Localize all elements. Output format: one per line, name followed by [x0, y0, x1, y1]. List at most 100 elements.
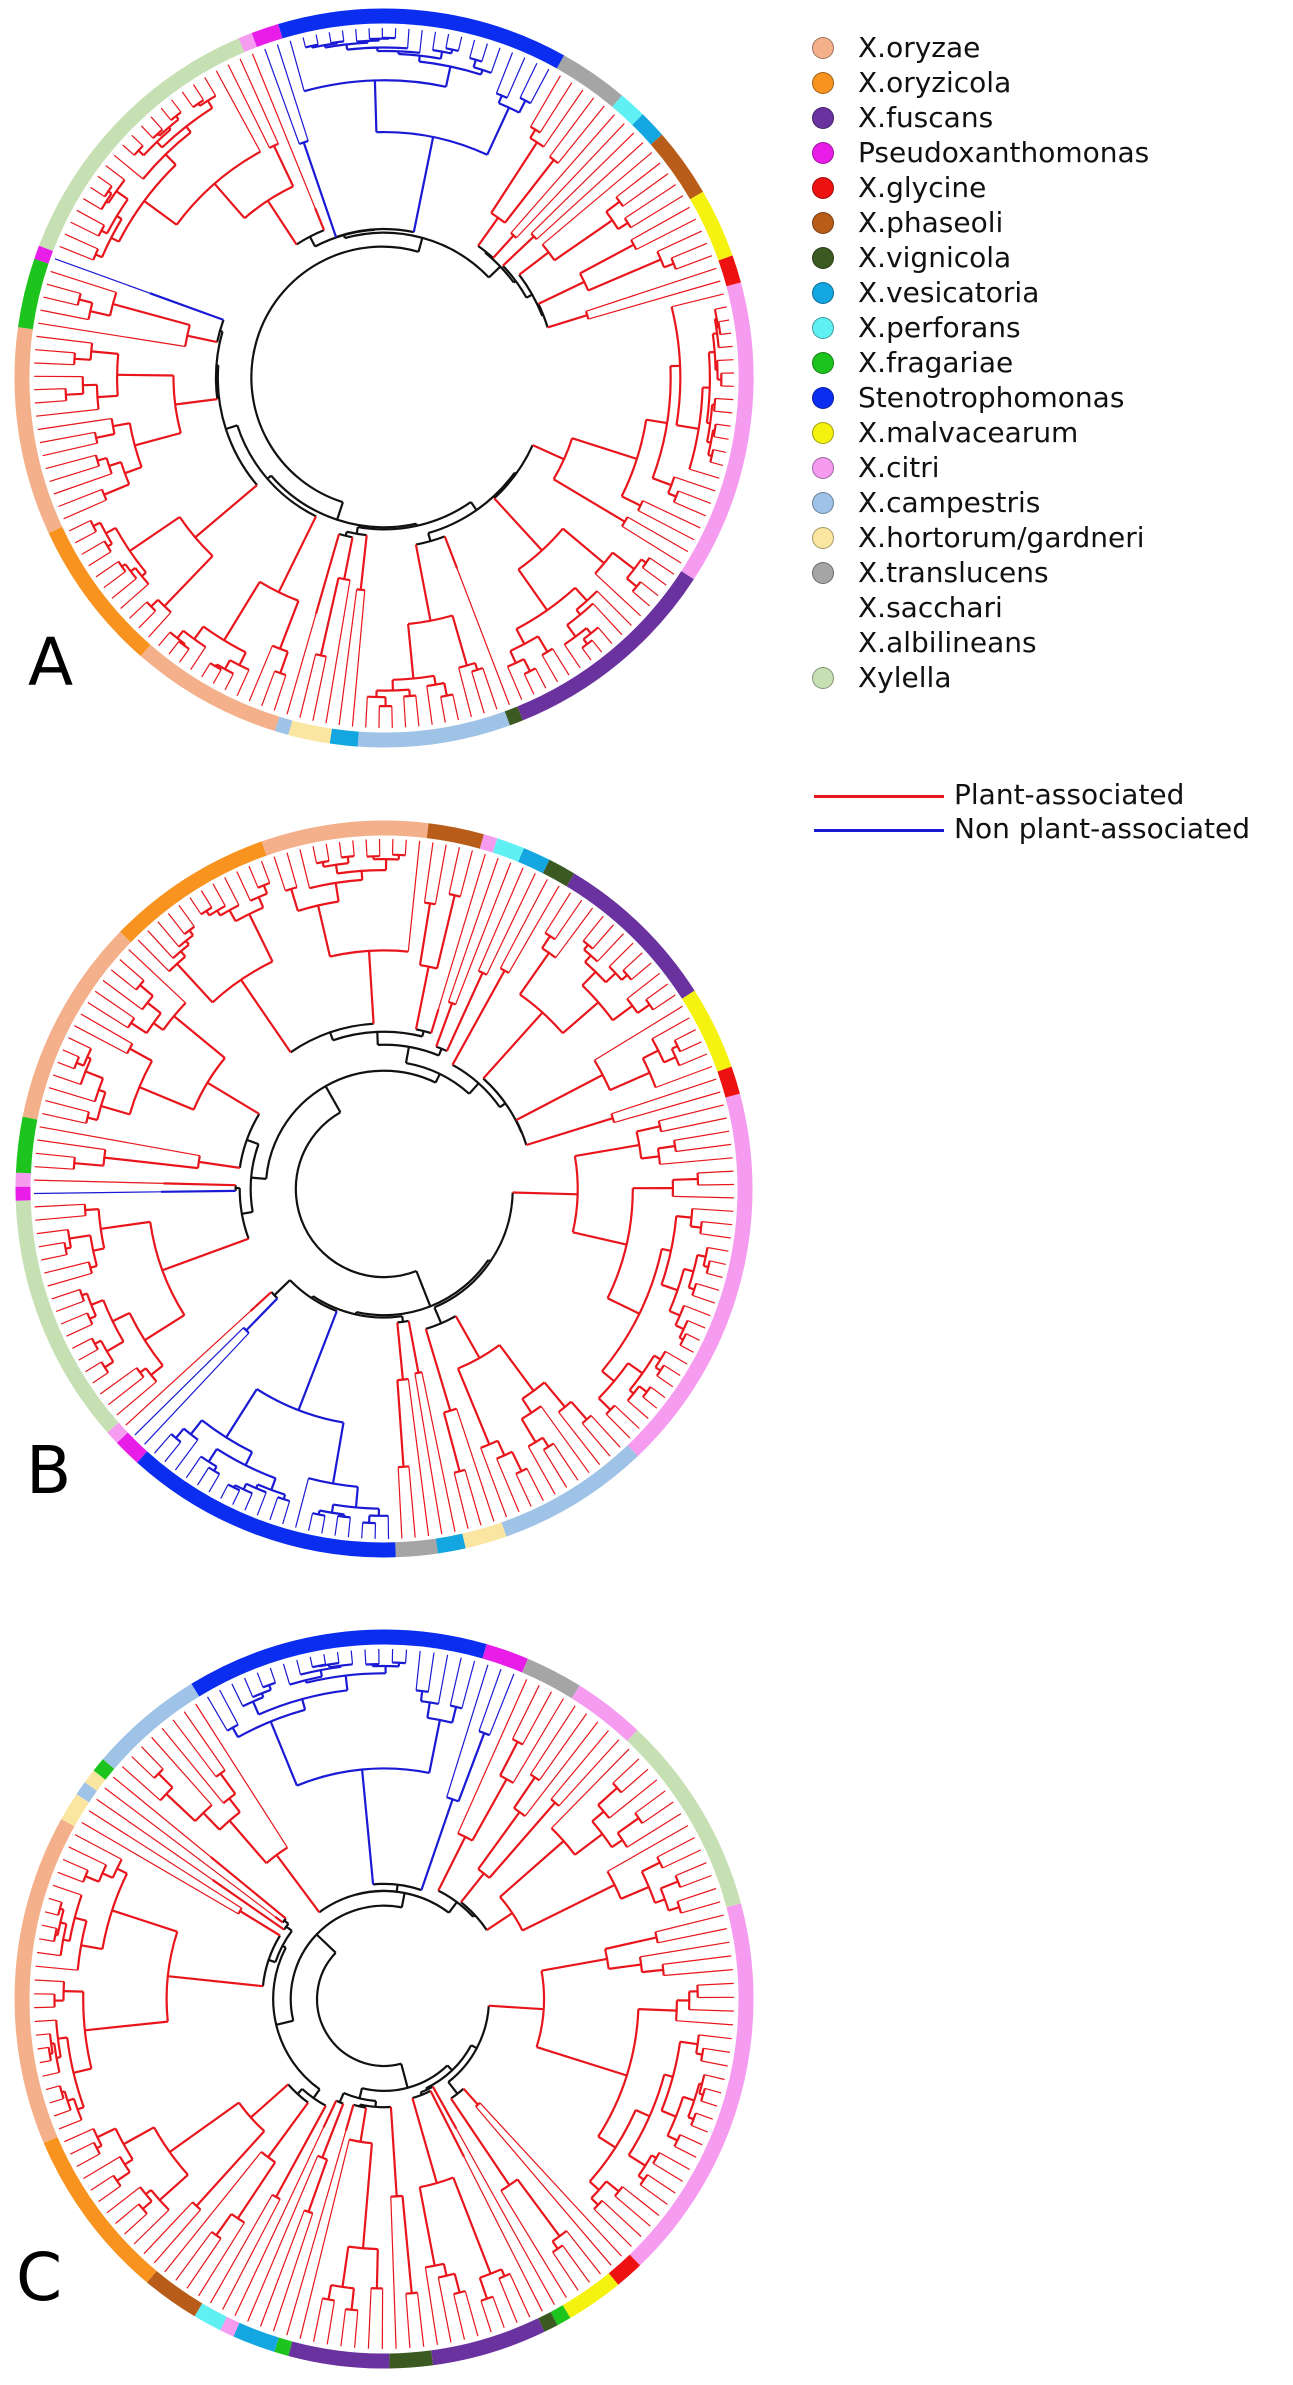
tree-panel-b	[15, 820, 753, 1558]
leaf-branch	[189, 897, 202, 915]
leaf-branch	[419, 30, 423, 53]
internal-branch	[228, 1819, 268, 1864]
internal-branch	[185, 125, 192, 133]
internal-branch	[404, 1046, 410, 1064]
leaf-branch	[689, 2009, 734, 2012]
internal-branch	[445, 972, 484, 1052]
leaf-branch	[224, 673, 234, 691]
clade-connector	[674, 1305, 686, 1326]
internal-branch	[468, 1082, 480, 1095]
leaf-branch	[212, 883, 226, 907]
leaf-branch	[421, 1371, 456, 1532]
clade-connector	[550, 1827, 576, 1856]
clade-connector	[447, 2005, 490, 2083]
leaf-branch	[96, 1798, 213, 1881]
leaf-branch	[42, 2071, 60, 2077]
clade-connector	[581, 639, 593, 649]
leaf-branch	[42, 442, 98, 457]
leaf-branch	[171, 99, 182, 113]
internal-branch	[541, 1437, 550, 1448]
clade-connector	[541, 647, 554, 656]
legend-swatch	[812, 457, 834, 479]
clade-connector	[597, 2009, 640, 2138]
internal-branch	[518, 251, 550, 276]
clade-connector	[377, 1043, 440, 1057]
clade-connector	[666, 2096, 685, 2137]
internal-branch	[442, 2263, 448, 2276]
internal-branch	[219, 1772, 237, 1795]
leaf-branch	[35, 1152, 75, 1158]
leaf-branch	[642, 500, 701, 529]
clade-connector	[415, 1689, 429, 1693]
leaf-branch	[647, 2174, 676, 2194]
clade-connector	[172, 943, 190, 960]
internal-branch	[376, 1031, 379, 1045]
clade-connector	[405, 1062, 470, 1095]
leaf-branch	[137, 939, 170, 972]
internal-branch	[608, 1963, 642, 1970]
internal-branch	[605, 2180, 620, 2193]
leaf-branch	[455, 2128, 556, 2305]
clade-band-x-translucens	[556, 55, 622, 107]
legend-swatch	[812, 667, 834, 689]
clade-connector	[362, 1521, 376, 1525]
internal-branch	[74, 1916, 87, 1922]
legend-item-x-hortorum-gardneri: X.hortorum/gardneri	[812, 520, 1282, 555]
legend-label: X.malvacearum	[858, 416, 1079, 449]
leaf-branch	[313, 2298, 324, 2342]
leaf-branch	[397, 1467, 403, 1539]
clade-connector	[480, 2295, 494, 2302]
internal-branch	[124, 466, 142, 475]
legend-swatch	[812, 212, 834, 234]
leaf-branch	[261, 670, 276, 707]
leaf-branch	[63, 499, 107, 520]
internal-branch	[500, 2268, 506, 2277]
clade-connector	[287, 2083, 309, 2104]
leaf-branch	[477, 867, 524, 972]
leaf-branch	[64, 2128, 94, 2143]
leaf-branch	[81, 540, 105, 555]
clade-connector	[407, 614, 453, 626]
internal-branch	[104, 1360, 114, 1369]
clade-band-x-citri	[571, 1685, 638, 1742]
leaf-branch	[38, 1241, 65, 1248]
internal-branch	[210, 1856, 287, 1920]
leaf-branch	[495, 52, 514, 94]
internal-branch	[456, 1368, 491, 1445]
leaf-branch	[36, 335, 93, 344]
legend-item-x-citri: X.citri	[812, 450, 1282, 485]
clade-connector	[182, 629, 207, 648]
leaf-branch	[34, 2019, 57, 2023]
leaf-branch	[37, 2046, 49, 2050]
clade-connector	[215, 1769, 226, 1778]
internal-branch	[163, 1182, 236, 1187]
leaf-branch	[614, 1404, 640, 1429]
internal-branch	[429, 2090, 465, 2158]
leaf-branch	[642, 567, 667, 586]
clade-connector	[376, 688, 410, 692]
internal-branch	[486, 1912, 513, 1932]
clade-connector	[712, 423, 717, 437]
internal-branch	[112, 1312, 131, 1323]
leaf-branch	[594, 1005, 683, 1061]
leaf-branch	[347, 1517, 351, 1538]
leaf-branch	[354, 2310, 359, 2348]
clade-connector	[519, 993, 564, 1034]
clade-connector	[229, 659, 250, 671]
leaf-branch	[296, 1659, 302, 1675]
leaf-branch	[68, 1037, 92, 1050]
clade-connector	[356, 1259, 490, 1317]
leaf-branch	[256, 1672, 264, 1688]
leaf-branch	[488, 1673, 515, 1736]
clade-connector	[210, 2231, 222, 2240]
clade-band-x-malvacearum	[690, 191, 733, 261]
internal-branch	[574, 1143, 640, 1158]
internal-branch	[137, 149, 145, 157]
leaf-branch	[594, 573, 642, 617]
internal-branch	[652, 477, 672, 487]
internal-branch	[427, 532, 432, 542]
clade-connector	[460, 1901, 488, 1931]
leaf-branch	[88, 1810, 243, 1909]
clade-connector	[672, 490, 680, 503]
internal-branch	[324, 1085, 342, 1113]
